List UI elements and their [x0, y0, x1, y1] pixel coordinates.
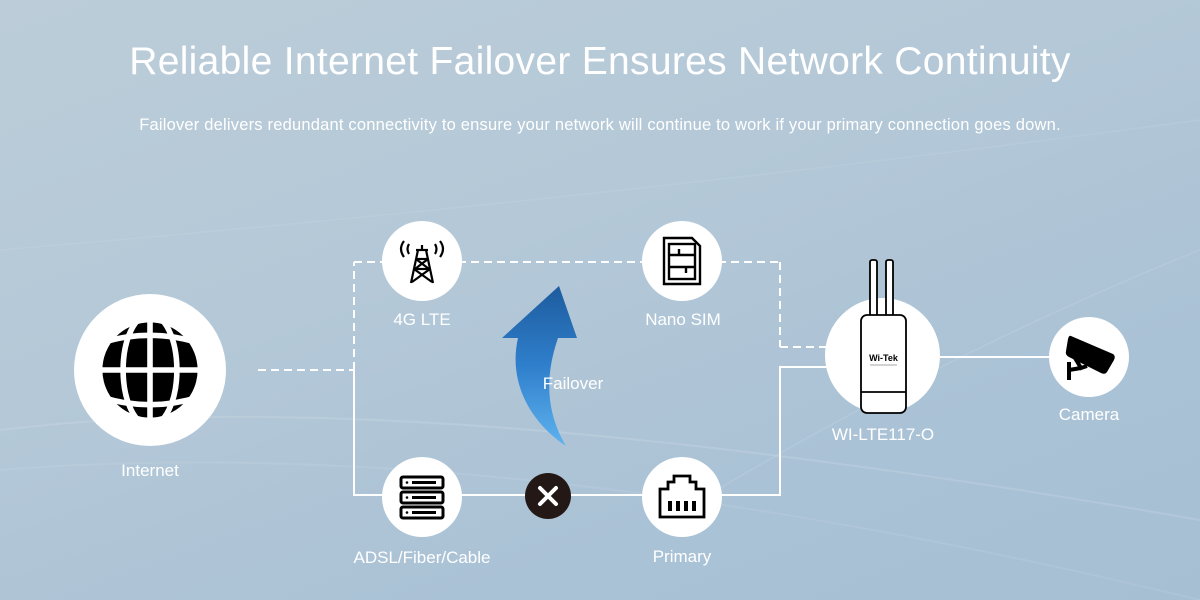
router-label: WI-LTE117-O [831, 425, 935, 444]
failover-label: Failover [542, 374, 604, 393]
failover-arrow-icon [502, 286, 577, 446]
primary-label: Primary [652, 547, 712, 566]
cctv-camera-icon [1065, 335, 1115, 380]
page-title: Reliable Internet Failover Ensures Netwo… [129, 40, 1071, 83]
lte-node [382, 221, 462, 301]
sim-node [642, 221, 722, 301]
close-icon [538, 486, 558, 506]
wired-node [382, 457, 462, 537]
lte-label: 4G LTE [393, 310, 451, 329]
camera-label: Camera [1058, 405, 1120, 424]
link-down-badge [525, 473, 571, 519]
sim-card-icon [662, 236, 702, 286]
internet-node [74, 294, 226, 446]
server-stack-icon [399, 475, 445, 520]
ethernet-port-icon [658, 474, 706, 519]
globe-icon [99, 319, 201, 421]
camera-node [1049, 317, 1129, 397]
wired-label: ADSL/Fiber/Cable [353, 548, 491, 567]
internet-label: Internet [121, 461, 179, 480]
page-subtitle: Failover delivers redundant connectivity… [139, 116, 1061, 134]
primary-link [353, 356, 1050, 496]
sim-label: Nano SIM [645, 310, 721, 329]
outdoor-router-icon: Wi-Tek [860, 259, 907, 414]
cell-tower-icon [399, 240, 445, 284]
router-brand: Wi-Tek [869, 353, 899, 363]
primary-node [642, 457, 722, 537]
